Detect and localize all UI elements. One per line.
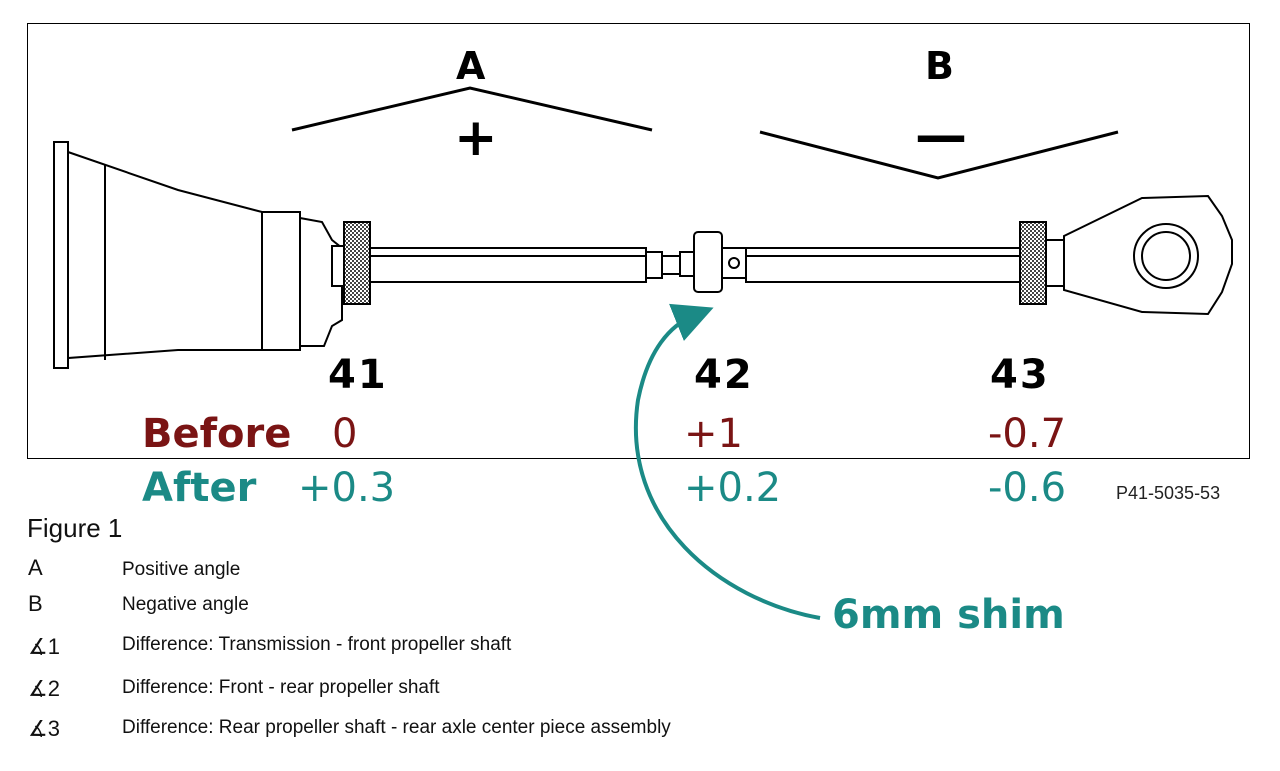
- figure-title: Figure 1: [27, 513, 123, 543]
- angle-a-bracket: [291, 86, 653, 132]
- section-a-sign: +: [454, 108, 498, 168]
- after-value-1: +0.3: [298, 465, 396, 511]
- section-b-sign: —: [915, 106, 967, 166]
- transmission: [53, 141, 347, 369]
- rear-axle-center-piece: [1045, 194, 1233, 316]
- after-value-3: -0.6: [988, 465, 1067, 511]
- legend-key-angle-2: ∡2: [28, 676, 60, 701]
- before-value-3: -0.7: [988, 411, 1067, 457]
- angle-label-43: 43: [990, 352, 1050, 398]
- shim-arrow: [634, 303, 821, 620]
- angle-b-bracket: [759, 130, 1119, 180]
- front-propeller-shaft: [369, 247, 697, 283]
- legend-text-a: Positive angle: [122, 559, 241, 580]
- legend-key-angle-3: ∡3: [28, 716, 60, 741]
- before-value-1: 0: [332, 411, 358, 457]
- rear-collar: [1019, 221, 1047, 305]
- shim-annotation: 6mm shim: [832, 592, 1065, 638]
- front-collar: [343, 221, 371, 305]
- legend-key-b: B: [28, 591, 43, 616]
- before-label: Before: [142, 411, 292, 457]
- before-value-2: +1: [684, 411, 743, 457]
- after-value-2: +0.2: [684, 465, 782, 511]
- after-label: After: [142, 465, 257, 511]
- section-b-letter: B: [925, 44, 954, 88]
- section-a-letter: A: [456, 44, 486, 88]
- legend-key-angle-1: ∡1: [28, 634, 60, 659]
- angle-label-41: 41: [328, 352, 388, 398]
- part-code: P41-5035-53: [1116, 483, 1221, 503]
- angle-label-42: 42: [694, 352, 754, 398]
- legend-text-angle-1: Difference: Transmission - front propell…: [122, 634, 512, 655]
- legend-text-angle-3: Difference: Rear propeller shaft - rear …: [122, 717, 671, 738]
- legend-key-a: A: [28, 555, 43, 580]
- legend-text-angle-2: Difference: Front - rear propeller shaft: [122, 677, 440, 698]
- legend-text-b: Negative angle: [122, 594, 249, 615]
- rear-propeller-shaft: [745, 247, 1021, 283]
- center-joint: [693, 231, 747, 293]
